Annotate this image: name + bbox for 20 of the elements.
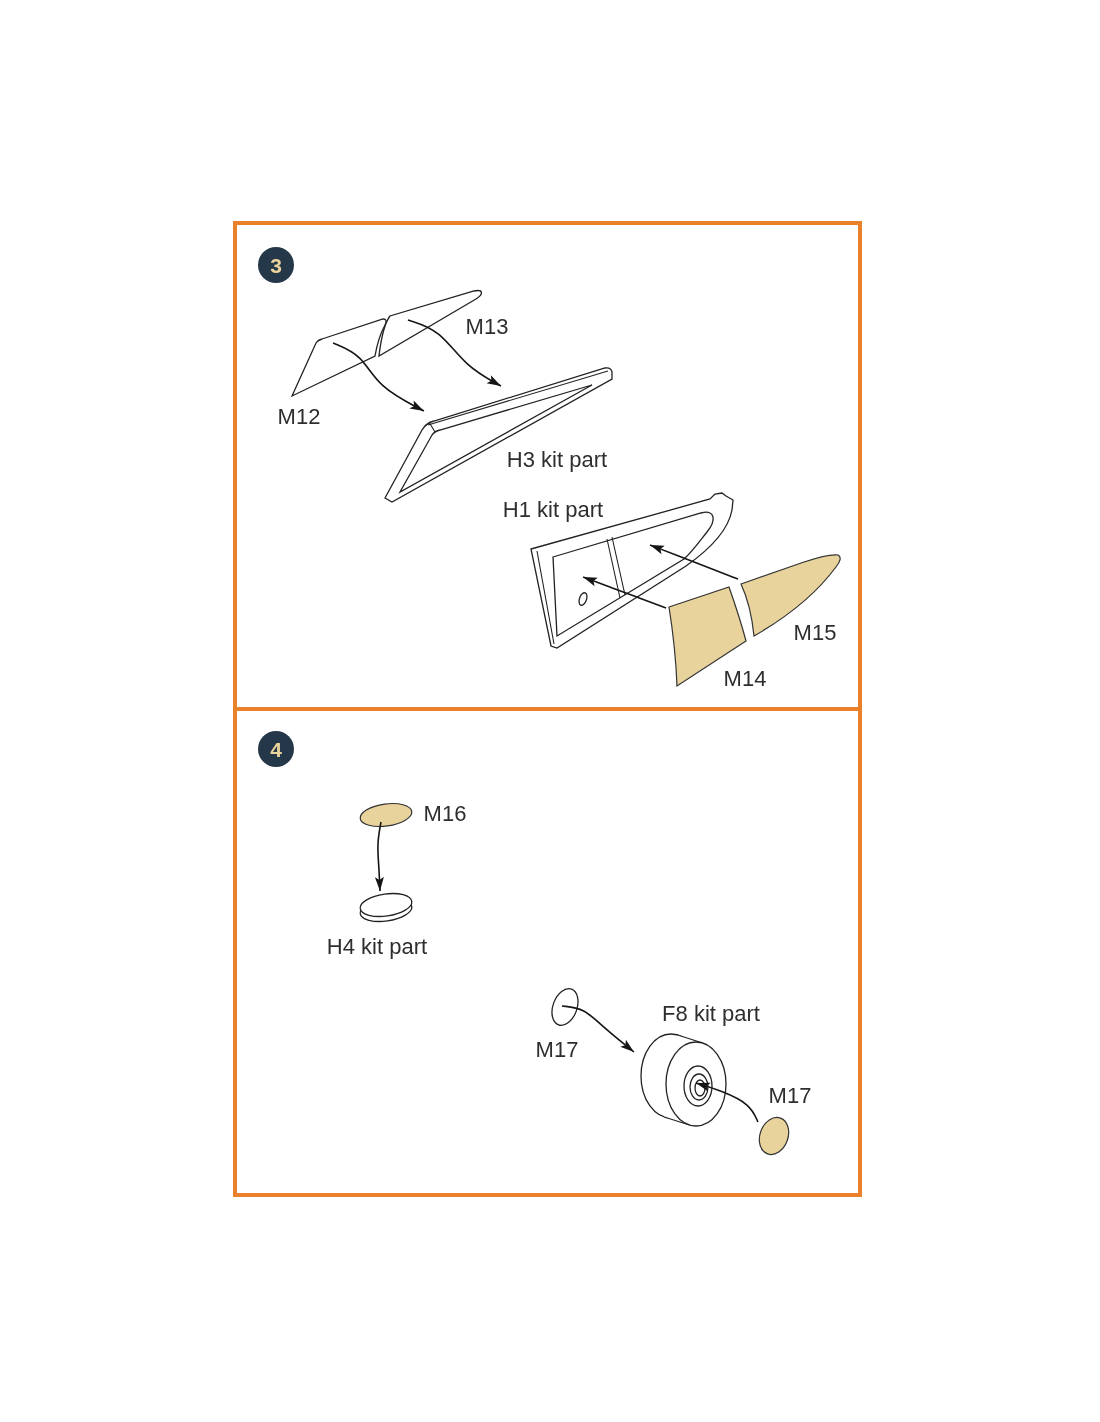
part-label: H3 kit part xyxy=(506,449,608,471)
arrow xyxy=(374,821,384,892)
step-number: 3 xyxy=(258,247,294,283)
part-label: M17 xyxy=(535,1039,579,1061)
arrow xyxy=(332,342,425,412)
part-label: H1 kit part xyxy=(502,499,604,521)
part-label: F8 kit part xyxy=(662,1003,760,1025)
part-label: H4 kit part xyxy=(326,936,428,958)
part-label: M15 xyxy=(793,622,837,644)
arrow xyxy=(561,1005,635,1053)
part-label: M12 xyxy=(277,406,321,428)
arrow xyxy=(695,1082,759,1123)
step-number: 4 xyxy=(258,731,294,767)
part-label: M13 xyxy=(465,316,509,338)
part-label: M17 xyxy=(768,1085,812,1107)
arrow xyxy=(582,576,667,609)
part-label: M14 xyxy=(723,668,767,690)
arrow xyxy=(407,319,502,387)
arrow xyxy=(649,544,739,580)
part-label: M16 xyxy=(423,803,467,825)
